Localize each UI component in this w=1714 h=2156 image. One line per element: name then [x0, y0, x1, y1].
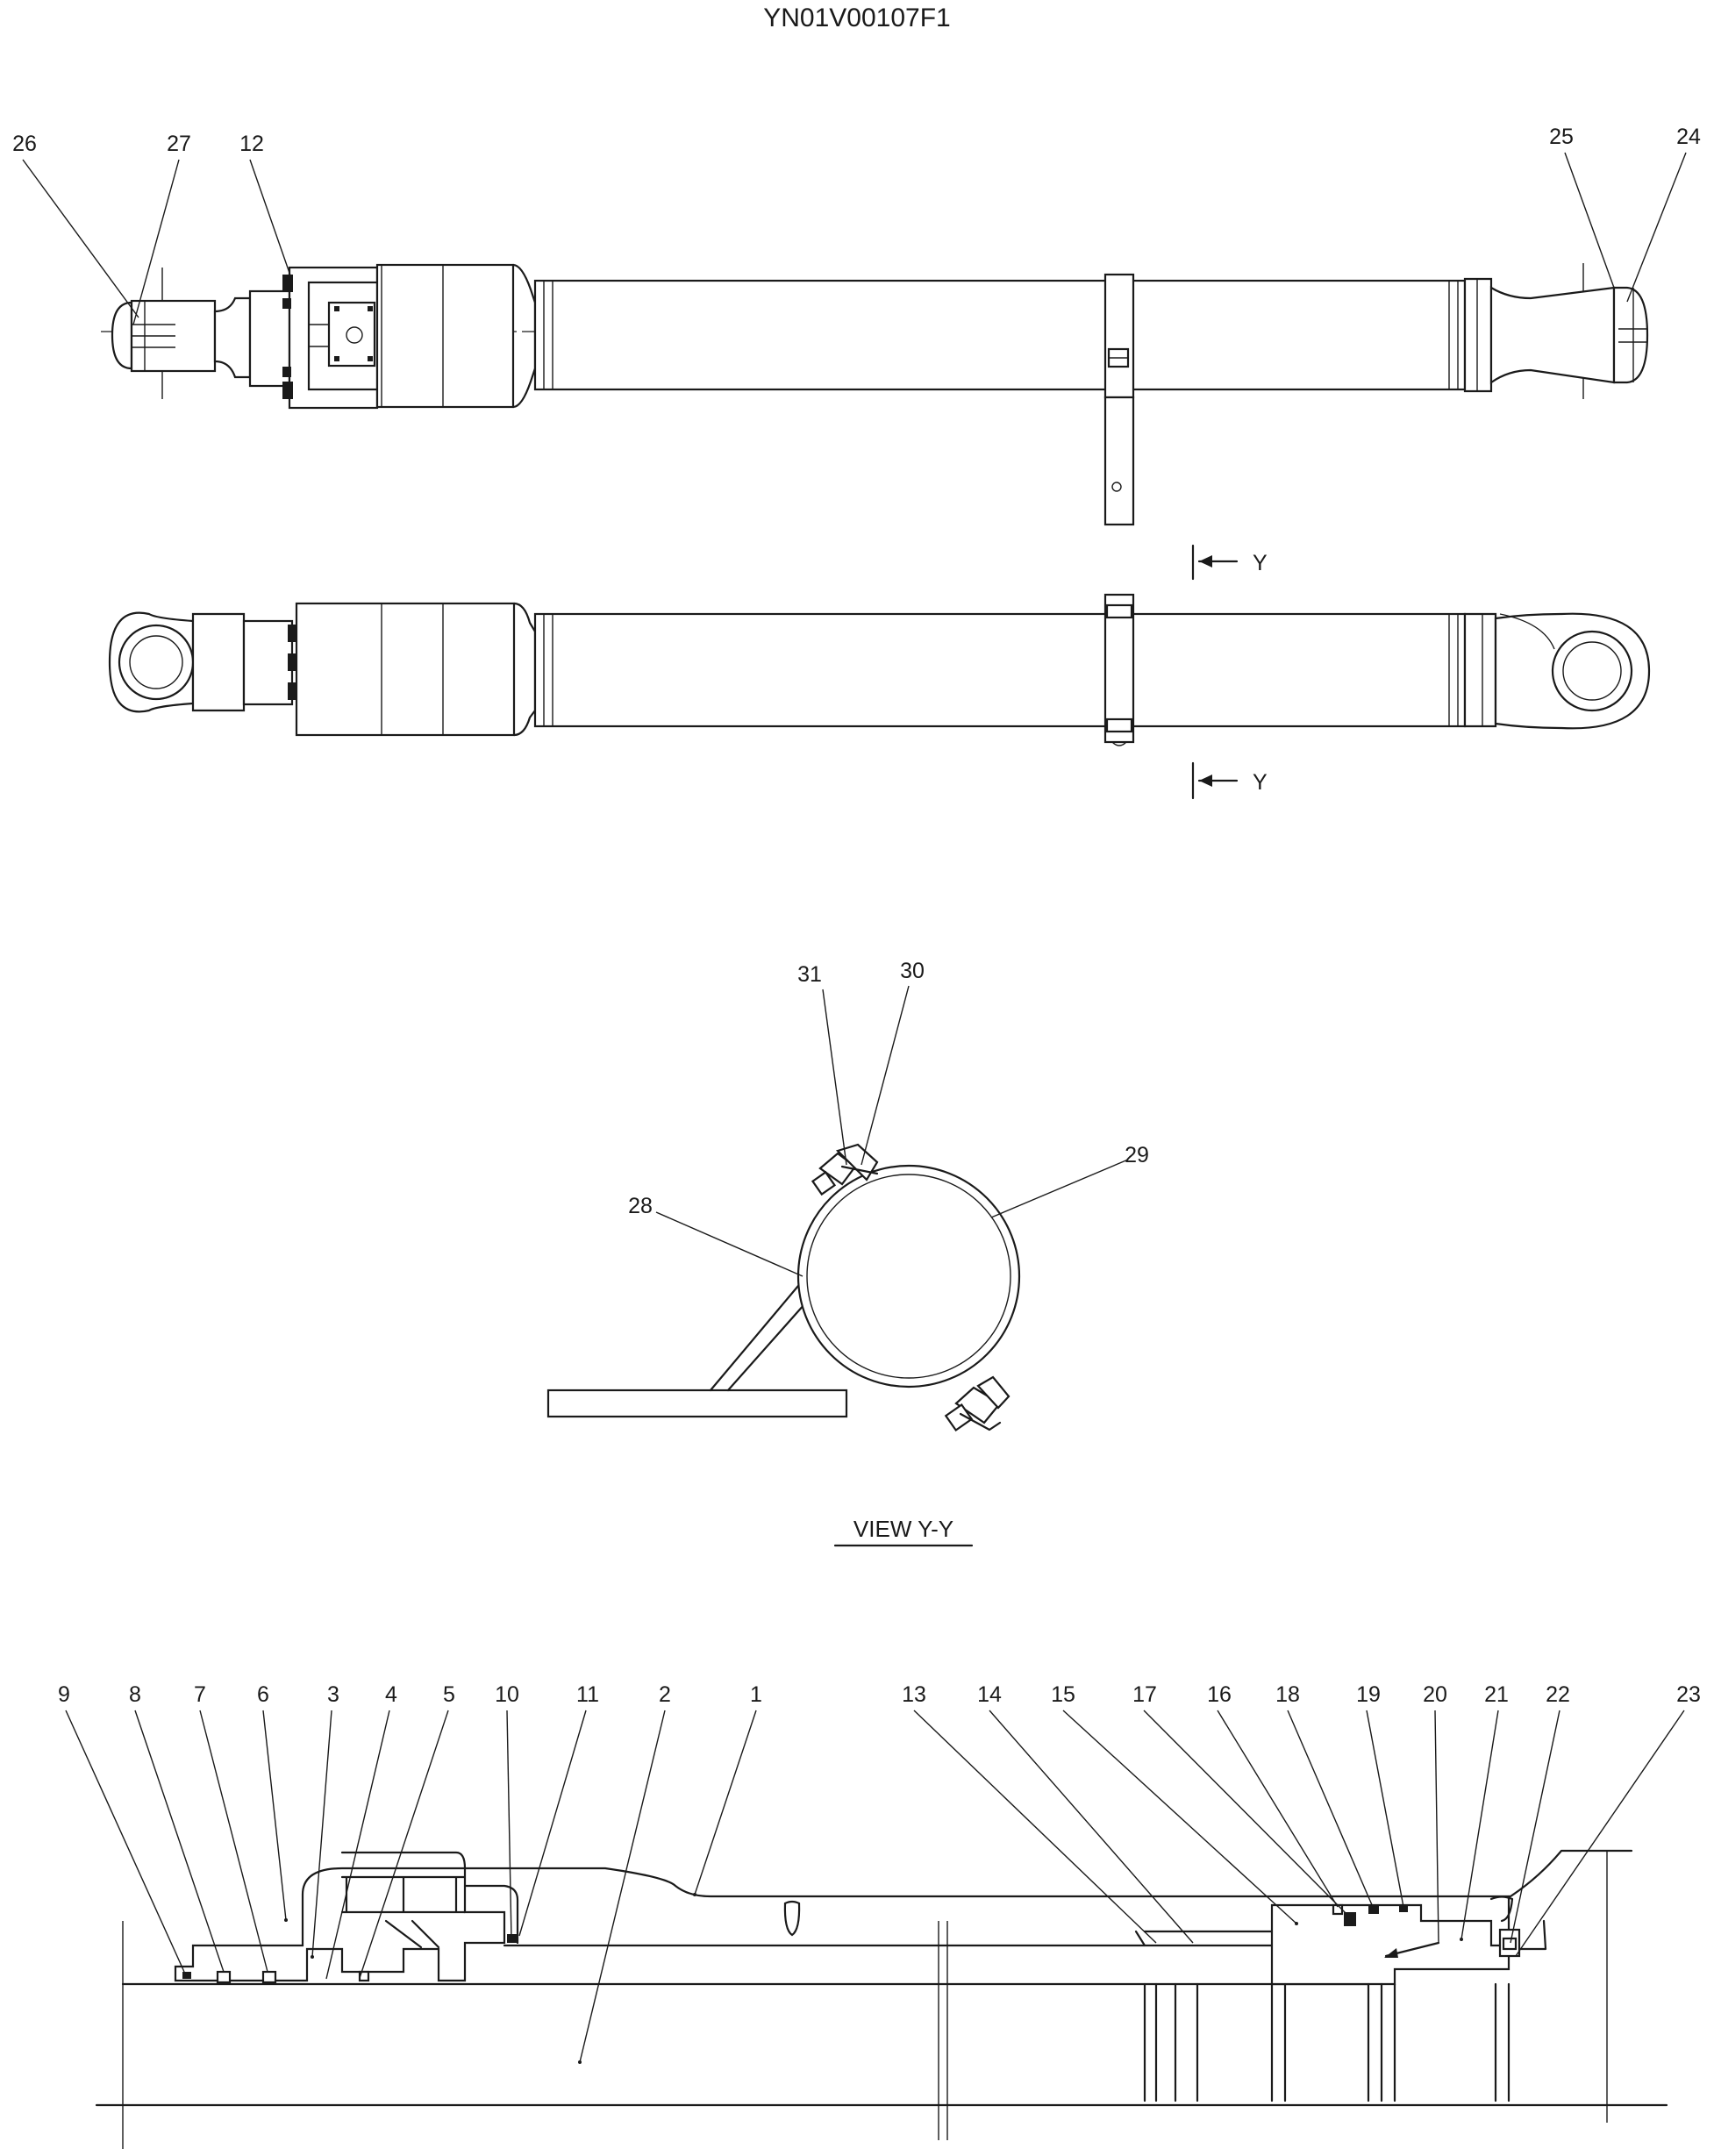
callout-5: 5 — [443, 1682, 455, 1707]
svg-text:Y: Y — [1253, 770, 1268, 795]
clamp-bolt-lower — [944, 1375, 1011, 1432]
cylinder-head — [375, 263, 515, 409]
callout-25: 25 — [1549, 125, 1574, 149]
pipe-clamp-top — [1103, 273, 1135, 526]
callout-22: 22 — [1546, 1682, 1570, 1707]
callout-4: 4 — [385, 1682, 397, 1707]
bottom-eye-bore — [1551, 630, 1633, 712]
callout-11: 11 — [576, 1682, 599, 1707]
callout-numbers: 26 27 12 25 24 31 30 29 28 9 8 7 6 3 4 5… — [12, 125, 1701, 1707]
cylinder-bottom-end — [1489, 286, 1616, 385]
drawing-id: YN01V00107F1 — [763, 4, 951, 32]
callout-20: 20 — [1423, 1682, 1447, 1707]
callout-15: 15 — [1051, 1682, 1075, 1707]
callout-16: 16 — [1207, 1682, 1232, 1707]
view-label: VIEW Y-Y — [853, 1516, 953, 1542]
callout-6: 6 — [257, 1682, 269, 1707]
callout-24: 24 — [1676, 125, 1701, 149]
svg-text:Y: Y — [1253, 551, 1268, 575]
bracket-plate — [546, 1389, 848, 1418]
callout-23: 23 — [1676, 1682, 1701, 1707]
callout-27: 27 — [167, 132, 191, 156]
section-marker-upper: Y — [1191, 544, 1268, 581]
callout-17: 17 — [1132, 1682, 1157, 1707]
callout-19: 19 — [1356, 1682, 1381, 1707]
callout-31: 31 — [797, 962, 822, 987]
callout-10: 10 — [495, 1682, 519, 1707]
gland-section — [174, 1867, 506, 1982]
callout-21: 21 — [1484, 1682, 1509, 1707]
cylinder-section-view — [95, 1849, 1668, 2149]
callout-3: 3 — [327, 1682, 339, 1707]
cylinder-side-view — [108, 593, 1651, 746]
callout-30: 30 — [900, 959, 925, 983]
callout-14: 14 — [977, 1682, 1002, 1707]
callout-8: 8 — [129, 1682, 141, 1707]
callout-7: 7 — [194, 1682, 206, 1707]
callout-1: 1 — [750, 1682, 762, 1707]
callout-13: 13 — [902, 1682, 926, 1707]
callout-9: 9 — [58, 1682, 70, 1707]
callout-29: 29 — [1125, 1143, 1149, 1167]
callout-12: 12 — [239, 132, 264, 156]
cylinder-top-view — [101, 263, 1649, 526]
rod-end-head — [111, 301, 133, 370]
piston-section — [1270, 1903, 1510, 1986]
tube-outer — [340, 1849, 1633, 1898]
callout-26: 26 — [12, 132, 37, 156]
callout-18: 18 — [1275, 1682, 1300, 1707]
view-y-y: VIEW Y-Y — [546, 1143, 1021, 1547]
clamp-band — [796, 1164, 1021, 1389]
cylinder-tube — [533, 279, 1467, 391]
leader-lines — [22, 152, 1687, 2063]
section-marker-lower: Y — [1191, 761, 1268, 800]
callout-28: 28 — [628, 1194, 653, 1218]
callout-2: 2 — [659, 1682, 671, 1707]
